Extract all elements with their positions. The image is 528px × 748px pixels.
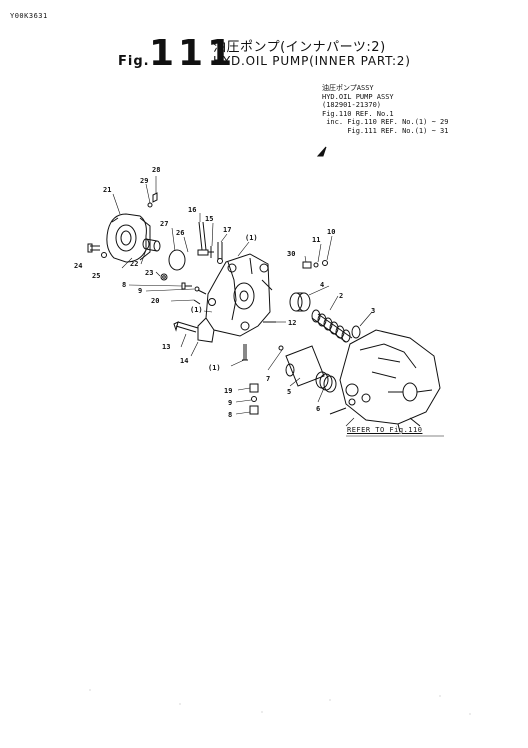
part-label-13: 13 <box>162 343 170 351</box>
o-ring-part <box>168 249 186 271</box>
part-label-5: 5 <box>287 388 291 396</box>
part-label-1-lower: (1) <box>208 364 221 372</box>
part-label-4: 4 <box>320 281 324 289</box>
part-label-8-upper: 8 <box>122 281 126 289</box>
figure-title-english: HYD.OIL PUMP(INNER PART:2) <box>213 54 411 68</box>
figure-prefix: Fig. <box>118 54 150 69</box>
part-label-16: 16 <box>188 206 196 214</box>
small-ring-part <box>147 202 153 208</box>
part-label-22: 22 <box>130 260 138 268</box>
spring-part <box>311 309 353 343</box>
spring-part <box>315 371 337 393</box>
part-label-6: 6 <box>316 405 320 413</box>
assy-line-jp: 油圧ポンプASSY <box>322 84 374 92</box>
plug-part <box>249 383 259 393</box>
bolt-part <box>198 221 207 251</box>
assy-line-partno: (182901-21370) <box>322 101 382 110</box>
part-label-8-lower: 8 <box>228 411 232 419</box>
part-label-17: 17 <box>223 226 231 234</box>
part-label-24: 24 <box>74 262 82 270</box>
assy-line-name: HYD.OIL PUMP ASSY <box>322 92 394 101</box>
piston-part <box>278 345 325 387</box>
plunger-part <box>289 292 311 312</box>
pump-body-part <box>329 329 441 433</box>
part-label-26: 26 <box>176 229 184 237</box>
part-label-20: 20 <box>151 297 159 305</box>
part-label-10: 10 <box>327 228 335 236</box>
part-label-28: 28 <box>152 166 160 174</box>
part-label-30: 30 <box>287 250 295 258</box>
part-label-21: 21 <box>103 186 111 194</box>
seat-part <box>351 325 361 339</box>
bushing-part <box>142 238 161 252</box>
part-label-1-top: (1) <box>245 234 258 242</box>
part-label-11: 11 <box>312 236 320 244</box>
part-label-2: 2 <box>339 292 343 300</box>
part-label-25: 25 <box>92 272 100 280</box>
refer-to-figure-note: REFER TO Fig.110 <box>347 426 423 434</box>
figure-number: 111 <box>149 33 237 74</box>
part-label-9-lower: 9 <box>228 399 232 407</box>
plug-part <box>152 192 158 203</box>
washer-part <box>101 252 107 258</box>
part-label-15: 15 <box>205 215 213 223</box>
assy-line-inc-110: inc. Fig.110 REF. No.(1) ~ 29 <box>322 118 449 127</box>
bolt-part <box>181 282 192 290</box>
part-label-12: 12 <box>288 319 296 327</box>
gear-housing-part <box>106 213 151 263</box>
bolt-part <box>87 243 100 253</box>
part-label-7: 7 <box>266 375 270 383</box>
assy-line-inc-111: Fig.111 REF. No.(1) ~ 31 <box>322 126 449 135</box>
part-label-3: 3 <box>371 307 375 315</box>
document-code: Y00K3631 <box>10 12 48 20</box>
part-label-19: 19 <box>224 387 232 395</box>
part-label-27: 27 <box>160 220 168 228</box>
direction-arrow <box>316 146 327 157</box>
part-label-23: 23 <box>145 269 153 277</box>
rear-cover-part <box>197 253 273 343</box>
part-label-14: 14 <box>180 357 188 365</box>
part-label-9-upper: 9 <box>138 287 142 295</box>
ring-part <box>160 273 168 281</box>
bolt-part <box>173 321 199 333</box>
part-label-1-mid: (1) <box>190 306 203 314</box>
assy-line-ref: Fig.110 REF. No.1 <box>322 109 394 118</box>
part-label-29: 29 <box>140 177 148 185</box>
figure-title-japanese: 油圧ポンプ(インナパーツ:2) <box>213 40 386 55</box>
